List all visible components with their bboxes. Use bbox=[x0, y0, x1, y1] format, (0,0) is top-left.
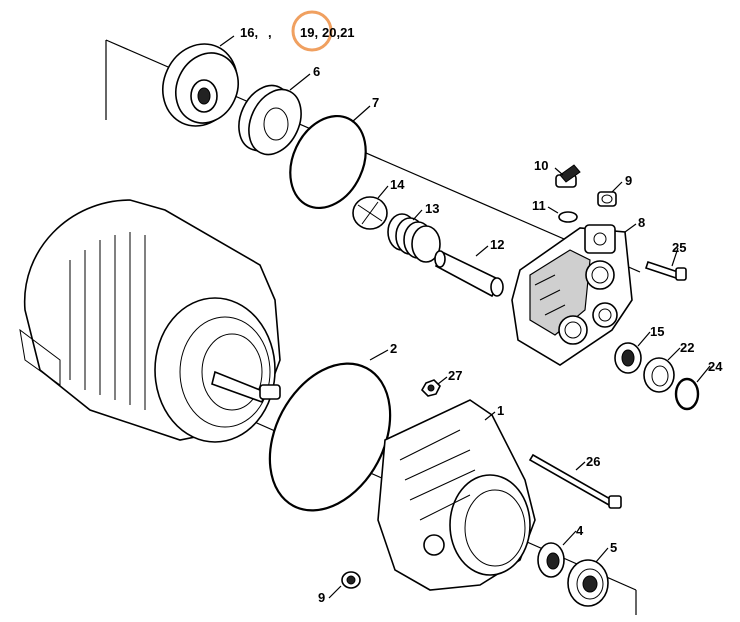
callout-4[interactable]: 4 bbox=[576, 523, 584, 538]
callout-11[interactable]: 11 bbox=[532, 198, 546, 213]
spring-13[interactable] bbox=[387, 213, 441, 263]
seal-4[interactable] bbox=[537, 542, 565, 578]
callout-8[interactable]: 8 bbox=[638, 215, 645, 230]
fitting-9-bottom[interactable] bbox=[341, 571, 361, 589]
ring-6[interactable] bbox=[229, 77, 311, 163]
callout-6[interactable]: 6 bbox=[313, 64, 320, 79]
callout-1[interactable]: 1 bbox=[497, 403, 504, 418]
callout-7[interactable]: 7 bbox=[372, 95, 379, 110]
callout-22[interactable]: 22 bbox=[680, 340, 694, 355]
fitting-9-top[interactable] bbox=[597, 191, 617, 207]
callout-13[interactable]: 13 bbox=[425, 201, 439, 216]
callout-14[interactable]: 14 bbox=[390, 177, 405, 192]
callout-5[interactable]: 5 bbox=[610, 540, 617, 555]
callout-15[interactable]: 15 bbox=[650, 324, 664, 339]
bolt-25[interactable] bbox=[644, 260, 687, 281]
ring-22[interactable] bbox=[643, 357, 675, 393]
highlight-circle bbox=[291, 10, 333, 52]
o-ring-7[interactable] bbox=[276, 104, 380, 221]
piston-12[interactable] bbox=[434, 250, 504, 298]
bearing-5[interactable] bbox=[567, 559, 609, 607]
pump-head-8[interactable] bbox=[511, 224, 633, 366]
leader-lines bbox=[219, 35, 711, 599]
nut-27[interactable] bbox=[421, 379, 441, 397]
callout-12[interactable]: 12 bbox=[490, 237, 504, 252]
housing-1[interactable] bbox=[377, 399, 536, 591]
o-ring-11[interactable] bbox=[558, 211, 578, 223]
o-ring-24[interactable] bbox=[674, 377, 700, 411]
callout-10[interactable]: 10 bbox=[534, 158, 548, 173]
callout-19[interactable]: 19, bbox=[300, 25, 318, 40]
callout-2[interactable]: 2 bbox=[390, 341, 397, 356]
callout-20-21[interactable]: 20,21 bbox=[322, 25, 355, 40]
callout-26[interactable]: 26 bbox=[586, 454, 600, 469]
callout-9-bottom[interactable]: 9 bbox=[318, 590, 325, 605]
callout-18[interactable]: , bbox=[268, 25, 272, 40]
callout-27[interactable]: 27 bbox=[448, 368, 462, 383]
seal-disc-16[interactable] bbox=[150, 32, 251, 139]
callout-labels: 16, , 19, 20,21 6 7 10 9 11 14 13 8 12 2… bbox=[240, 25, 723, 605]
valve-plate-14[interactable] bbox=[352, 196, 388, 230]
callout-25[interactable]: 25 bbox=[672, 240, 686, 255]
motor-stator[interactable] bbox=[19, 199, 281, 443]
seal-15[interactable] bbox=[614, 342, 642, 374]
bolt-26[interactable] bbox=[528, 453, 622, 509]
callout-24[interactable]: 24 bbox=[708, 359, 723, 374]
callout-16[interactable]: 16, bbox=[240, 25, 258, 40]
o-ring-2[interactable] bbox=[246, 343, 415, 531]
plug-10[interactable] bbox=[555, 164, 581, 188]
callout-9-top[interactable]: 9 bbox=[625, 173, 632, 188]
